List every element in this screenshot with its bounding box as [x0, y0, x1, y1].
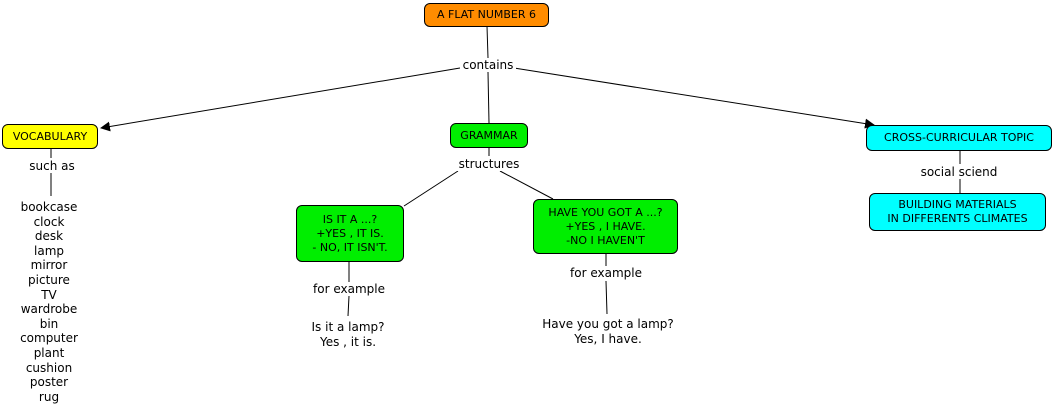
link-label-such-as: such as — [24, 159, 80, 173]
root-node[interactable]: A FLAT NUMBER 6 — [424, 3, 549, 27]
vocabulary-node[interactable]: VOCABULARY — [2, 124, 98, 149]
link-label-for-example-2: for example — [565, 266, 647, 280]
example-is-it-a-lamp: Is it a lamp? Yes , it is. — [296, 320, 400, 350]
line-root-contains — [486, 25, 489, 59]
link-label-social-sciend: social sciend — [916, 165, 1002, 179]
vocabulary-item: desk — [34, 229, 64, 244]
vocabulary-item: bin — [39, 316, 59, 331]
line-structures-haveyougot — [499, 170, 554, 200]
arrow-contains-cross — [513, 67, 875, 129]
have-you-got-node[interactable]: HAVE YOU GOT A ...? +YES , I HAVE. -NO I… — [533, 199, 678, 254]
vocabulary-item: picture — [28, 272, 70, 287]
building-materials-node[interactable]: BUILDING MATERIALS IN DIFFERENTS CLIMATE… — [869, 193, 1046, 231]
vocabulary-item: clock — [33, 214, 65, 229]
vocabulary-item: wardrobe — [20, 302, 78, 317]
vocabulary-item: plant — [33, 345, 65, 360]
vocabulary-item: lamp — [34, 243, 64, 258]
vocabulary-item: computer — [20, 331, 78, 346]
vocabulary-item: TV — [41, 287, 57, 302]
vocabulary-item: bookcase — [20, 200, 78, 214]
vocabulary-item: cushion — [25, 360, 73, 375]
line-forexample-haveyougotalamp — [605, 280, 608, 315]
line-contains-grammar — [487, 71, 490, 124]
line-forexample-isitalamp — [347, 295, 350, 317]
vocabulary-item: rug — [38, 389, 60, 404]
example-have-you-got-a-lamp: Have you got a lamp? Yes, I have. — [533, 317, 683, 347]
vocabulary-item: poster — [29, 375, 69, 390]
arrow-contains-vocabulary — [100, 67, 461, 132]
grammar-node[interactable]: GRAMMAR — [450, 123, 528, 148]
vocabulary-item: mirror — [30, 258, 68, 273]
link-label-contains: contains — [460, 58, 516, 72]
link-label-for-example-1: for example — [308, 282, 390, 296]
line-structures-isita — [403, 170, 459, 207]
is-it-a-node[interactable]: IS IT A ...? +YES , IT IS. - NO, IT ISN'… — [296, 205, 404, 262]
cross-curricular-node[interactable]: CROSS-CURRICULAR TOPIC — [866, 125, 1052, 151]
link-label-structures: structures — [455, 157, 523, 171]
